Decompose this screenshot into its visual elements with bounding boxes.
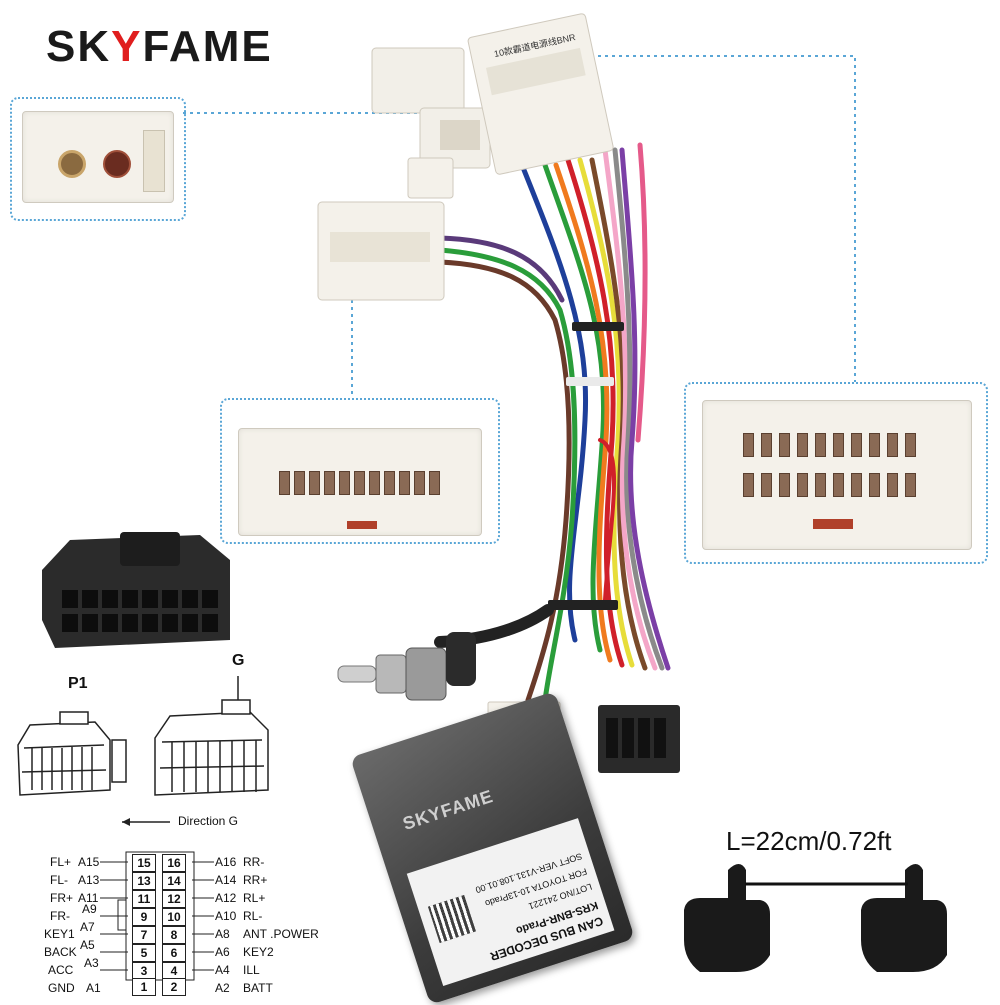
center-connector-pins	[279, 471, 447, 511]
center-connector-face	[238, 428, 482, 536]
antenna-connector-callout	[10, 97, 186, 221]
direction-label: Direction G	[178, 814, 239, 828]
pin-right-name: RL-	[243, 909, 263, 923]
length-label: L=22cm/0.72ft	[726, 826, 892, 856]
g-label: G	[232, 652, 245, 669]
pin-left-code: A3	[84, 956, 99, 970]
antenna-connector-face	[22, 111, 174, 203]
pin-number: 1	[132, 978, 156, 996]
pin-right-code: A16	[215, 855, 237, 869]
pin-left-code: A15	[78, 855, 100, 869]
pin-number: 7	[132, 926, 156, 944]
qr-code	[428, 895, 476, 943]
power-socket-icon	[103, 150, 131, 178]
pin-number: 9	[132, 908, 156, 926]
pin-left-name: ACC	[48, 963, 74, 977]
pin-right-name: BATT	[243, 981, 273, 995]
pin-left-name: BACK	[44, 945, 77, 959]
pin-right-code: A6	[215, 945, 230, 959]
pin-right-name: ANT .POWER	[243, 927, 319, 941]
pin-left-name: KEY1	[44, 927, 75, 941]
pin-right-name: ILL	[243, 963, 260, 977]
right-connector-callout	[684, 382, 988, 564]
pin-left-name: FL+	[50, 855, 72, 869]
right-connector-face	[702, 400, 972, 550]
pin-left-code: A11	[78, 891, 99, 905]
pin-left-name: FR+	[50, 891, 74, 905]
pin-number: 2	[162, 978, 186, 996]
key-tab	[813, 519, 853, 529]
pin-left-name: FL-	[50, 873, 68, 887]
pin-number: 12	[162, 890, 186, 908]
pin-left-name: GND	[48, 981, 75, 995]
pin-number: 11	[132, 890, 156, 908]
pin-right-name: RL+	[243, 891, 266, 905]
pin-right-name: RR-	[243, 855, 265, 869]
pin-number: 10	[162, 908, 186, 926]
hand-pointing-icon	[860, 860, 950, 972]
pin-number: 14	[162, 872, 186, 890]
right-connector-pins	[743, 433, 943, 503]
pinout-table: FL+ A15 15 16 A16 RR- FL- A13 13 14 A14 …	[0, 0, 319, 996]
pin-right-code: A12	[215, 891, 237, 905]
pin-left-code: A5	[80, 938, 95, 952]
pin-right-code: A8	[215, 927, 230, 941]
hand-pointing-icon	[682, 860, 772, 972]
latch	[143, 130, 165, 192]
pin-right-code: A10	[215, 909, 237, 923]
pin-right-code: A14	[215, 873, 237, 887]
pin-number: 6	[162, 944, 186, 962]
pin-right-code: A2	[215, 981, 230, 995]
pin-left-code: A1	[86, 981, 101, 995]
key-tab	[347, 521, 377, 529]
pin-left-code: A9	[82, 902, 97, 916]
pin-right-name: RR+	[243, 873, 268, 887]
pin-left-name: FR-	[50, 909, 70, 923]
pin-left-code: A13	[78, 873, 100, 887]
pin-number: 5	[132, 944, 156, 962]
pin-right-code: A4	[215, 963, 230, 977]
decoder-watermark: SKYFAME	[400, 785, 496, 834]
brand-logo: SKYFAME	[46, 22, 273, 71]
pin-number: 16	[162, 854, 186, 872]
pin-number: 15	[132, 854, 156, 872]
pin-number: 13	[132, 872, 156, 890]
center-connector-callout	[220, 398, 500, 544]
antenna-socket-icon	[58, 150, 86, 178]
p1-label: P1	[68, 675, 88, 692]
pin-left-code: A7	[80, 920, 95, 934]
pin-number: 8	[162, 926, 186, 944]
pin-right-name: KEY2	[243, 945, 274, 959]
